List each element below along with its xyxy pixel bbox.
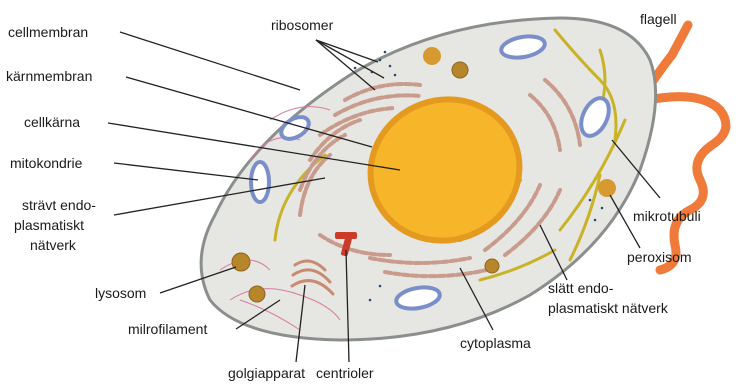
label-cellkarna: cellkärna: [24, 114, 80, 130]
flagellum: [640, 25, 726, 270]
label-ribosomer: ribosomer: [271, 17, 334, 33]
label-stravt-er-2: plasmatiskt: [14, 217, 84, 233]
label-slatt-er-2: plasmatiskt nätverk: [548, 300, 669, 316]
flagellum-tail: [648, 97, 726, 270]
leader-mitokondrie: [114, 163, 258, 180]
label-cellmembran: cellmembran: [8, 24, 88, 40]
leader-ribosomer-2: [316, 40, 384, 78]
label-mitokondrie: mitokondrie: [10, 155, 83, 171]
label-mikrofilament: milrofilament: [128, 321, 207, 337]
label-centrioler: centrioler: [316, 365, 374, 381]
label-karnmembran: kärnmembran: [6, 68, 92, 84]
label-golgiapparat: golgiapparat: [228, 365, 305, 381]
label-stravt-er-1: strävt endo-: [22, 197, 96, 213]
label-cytoplasma: cytoplasma: [460, 335, 531, 351]
leader-cellmembran: [120, 32, 300, 90]
label-lysosom: lysosom: [95, 285, 146, 301]
label-peroxisom: peroxisom: [627, 249, 692, 265]
label-stravt-er-3: nätverk: [30, 237, 77, 253]
label-flagell: flagell: [640, 11, 677, 27]
label-slatt-er-1: slätt endo-: [548, 280, 614, 296]
label-mikrotubuli: mikrotubuli: [633, 208, 701, 224]
leader-ribosomer-1: [316, 40, 378, 62]
